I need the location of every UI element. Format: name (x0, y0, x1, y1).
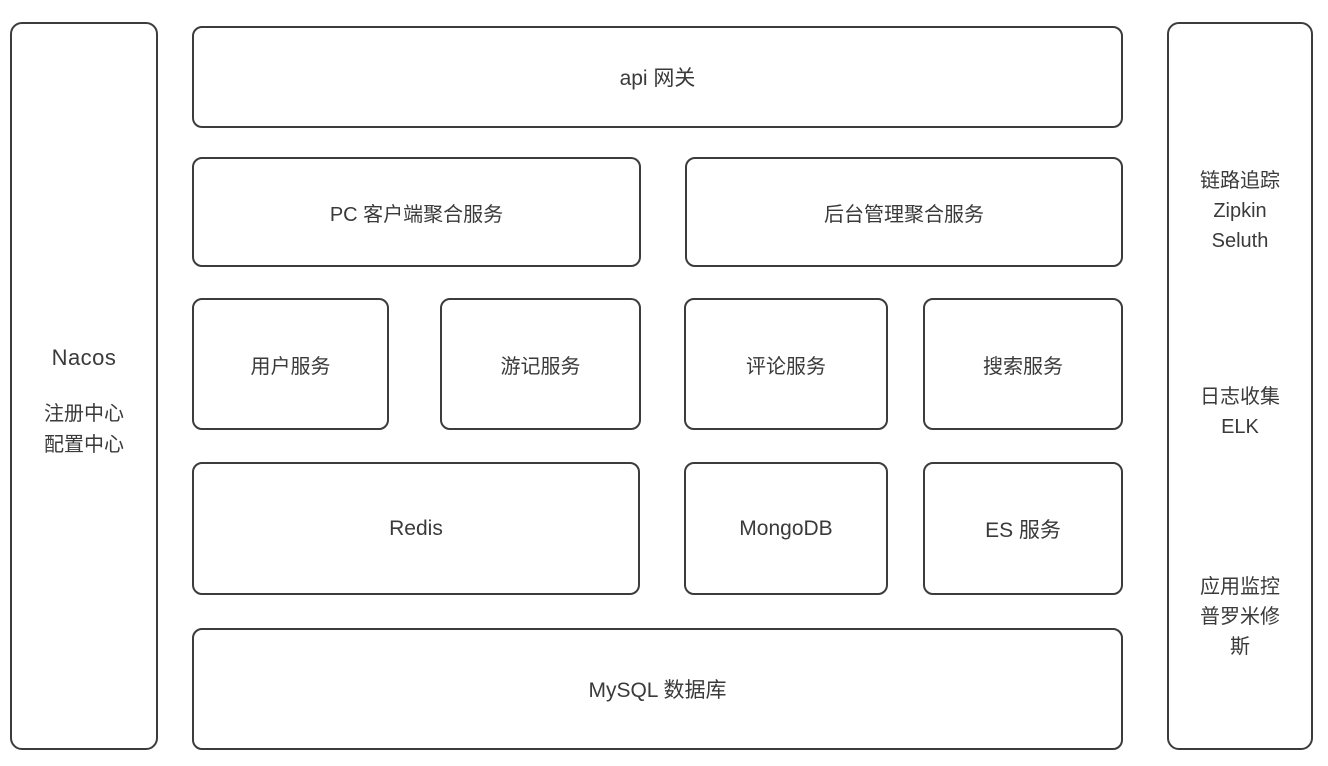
pc-client-aggregation-service-node[interactable]: PC 客户端聚合服务 (192, 157, 641, 267)
nacos-text-block: Nacos 注册中心 配置中心 (12, 342, 156, 461)
redis-label: Redis (389, 516, 443, 540)
admin-aggregation-service-label: 后台管理聚合服务 (824, 203, 984, 226)
api-gateway-label: api 网关 (619, 67, 696, 90)
pc-client-aggregation-service-label: PC 客户端聚合服务 (329, 203, 504, 226)
elasticsearch-service-node[interactable]: ES 服务 (923, 462, 1123, 595)
user-service-node[interactable]: 用户服务 (192, 298, 389, 430)
monitoring-tool-prometheus-line1: 普罗米修 (1200, 606, 1280, 628)
elasticsearch-service-label: ES 服务 (985, 518, 1061, 542)
redis-node[interactable]: Redis (192, 462, 640, 595)
comment-service-node[interactable]: 评论服务 (684, 298, 888, 430)
tracing-title: 链路追踪 (1200, 170, 1280, 192)
logging-text-block: 日志收集 ELK (1169, 382, 1311, 442)
nacos-panel: Nacos 注册中心 配置中心 (10, 22, 158, 750)
monitoring-text-block: 应用监控 普罗米修 斯 (1169, 572, 1311, 662)
tracing-tool-zipkin: Zipkin (1213, 200, 1267, 222)
nacos-title: Nacos (51, 345, 117, 370)
comment-service-label: 评论服务 (746, 355, 826, 378)
tracing-text-block: 链路追踪 Zipkin Seluth (1169, 166, 1311, 256)
nacos-subtitle-registry: 注册中心 (44, 403, 124, 426)
admin-aggregation-service-node[interactable]: 后台管理聚合服务 (685, 157, 1123, 267)
travel-note-service-node[interactable]: 游记服务 (440, 298, 641, 430)
logging-title: 日志收集 (1200, 386, 1280, 408)
search-service-label: 搜索服务 (983, 355, 1063, 378)
observability-panel: 链路追踪 Zipkin Seluth 日志收集 ELK 应用监控 普罗米修 斯 (1167, 22, 1313, 750)
mysql-database-node[interactable]: MySQL 数据库 (192, 628, 1123, 750)
mysql-database-label: MySQL 数据库 (588, 679, 727, 702)
mongodb-label: MongoDB (739, 516, 833, 540)
user-service-label: 用户服务 (250, 355, 331, 378)
tracing-tool-sleuth: Seluth (1211, 230, 1269, 252)
monitoring-title: 应用监控 (1200, 576, 1280, 598)
search-service-node[interactable]: 搜索服务 (923, 298, 1123, 430)
monitoring-tool-prometheus-line2: 斯 (1230, 636, 1250, 658)
travel-note-service-label: 游记服务 (500, 355, 581, 378)
logging-tool-elk: ELK (1221, 416, 1259, 438)
api-gateway-node[interactable]: api 网关 (192, 26, 1123, 128)
nacos-subtitle-config: 配置中心 (44, 434, 124, 457)
mongodb-node[interactable]: MongoDB (684, 462, 888, 595)
